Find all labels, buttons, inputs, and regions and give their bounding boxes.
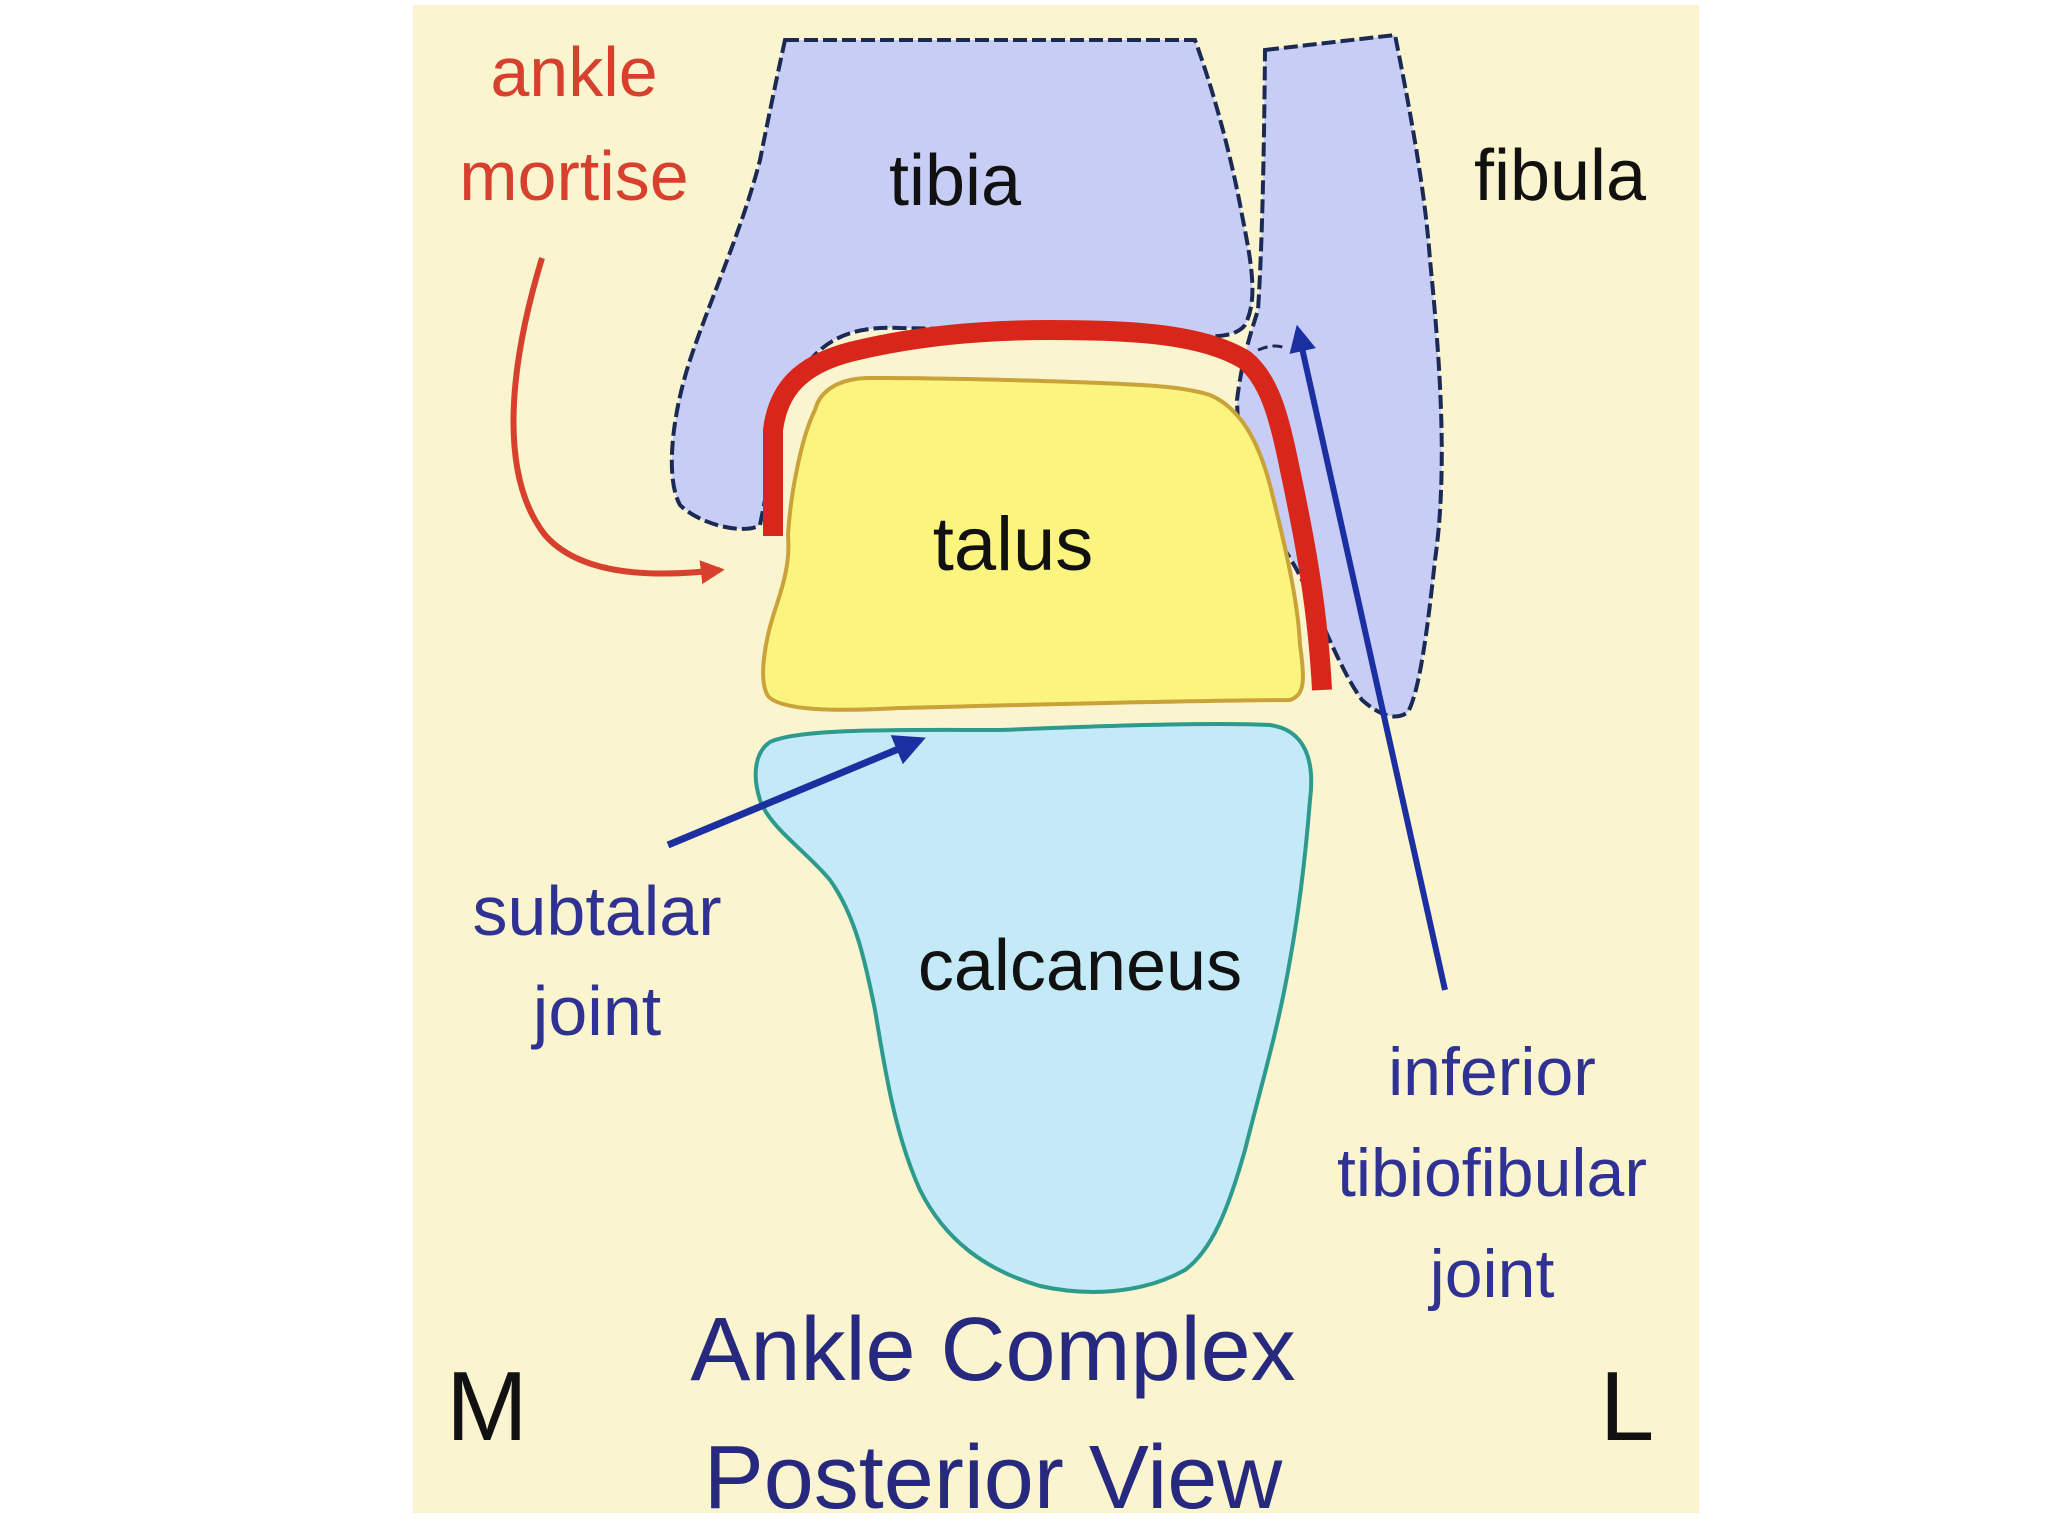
ankle-mortise-label-line1: ankle xyxy=(490,33,657,111)
talus-label: talus xyxy=(933,502,1094,587)
medial-marker: M xyxy=(446,1351,528,1461)
fibula-bone xyxy=(1234,32,1444,719)
title-line2: Posterior View xyxy=(704,1428,1284,1528)
inferior-tibiofibular-label-line3: joint xyxy=(1428,1236,1555,1312)
calcaneus-label: calcaneus xyxy=(918,926,1242,1006)
talus-bone xyxy=(761,375,1305,712)
fibula-label: fibula xyxy=(1474,136,1647,216)
ankle-mortise-label-line2: mortise xyxy=(459,137,688,215)
inferior-tibiofibular-joint-arrow xyxy=(1289,324,1448,991)
inferior-tibiofibular-label-line2: tibiofibular xyxy=(1337,1135,1647,1211)
subtalar-joint-arrow xyxy=(666,735,926,849)
subtalar-joint-label-line2: joint xyxy=(531,972,661,1050)
title-line1: Ankle Complex xyxy=(690,1300,1295,1400)
ankle-mortise-line-lateral-extension xyxy=(1257,344,1286,352)
inferior-tibiofibular-label-line1: inferior xyxy=(1388,1034,1596,1110)
ankle-mortise-arrow xyxy=(510,257,725,585)
ankle-mortise-line xyxy=(763,320,1332,691)
subtalar-joint-label-line1: subtalar xyxy=(472,872,721,950)
lateral-marker: L xyxy=(1600,1351,1655,1461)
tibia-label: tibia xyxy=(889,141,1022,221)
calcaneus-bone xyxy=(753,721,1314,1294)
